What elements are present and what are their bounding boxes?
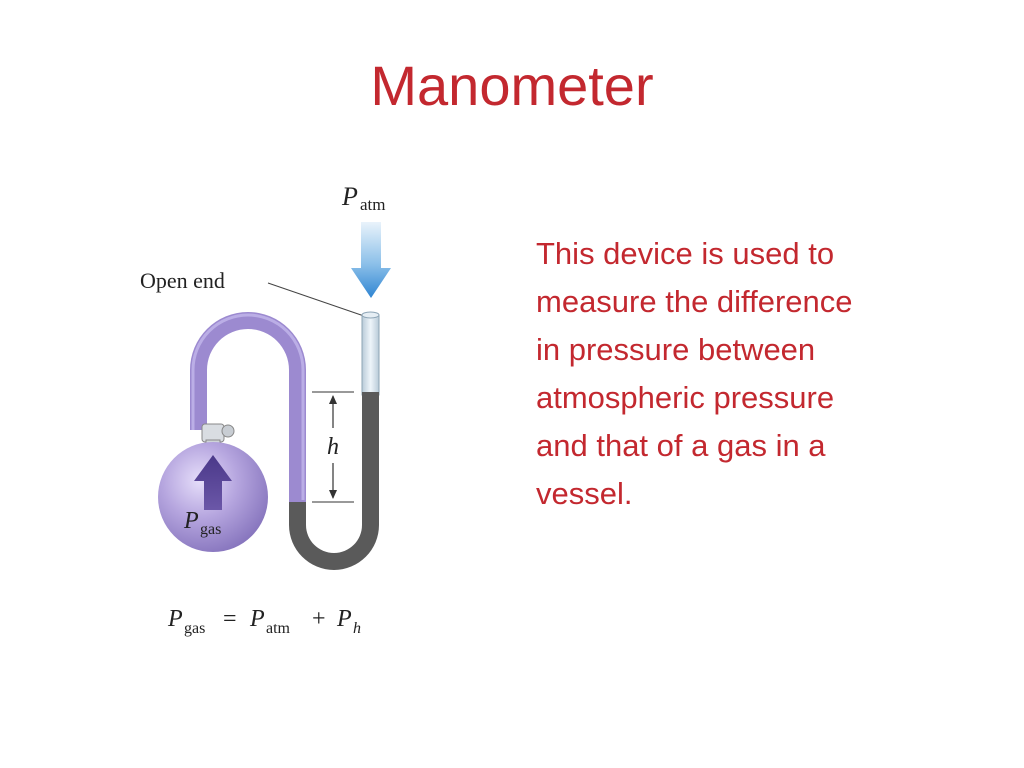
p-gas-subscript: gas xyxy=(200,521,221,538)
p-gas-symbol: P xyxy=(183,508,199,534)
equation-lhs-symbol: P xyxy=(167,606,183,632)
height-label: h xyxy=(327,434,339,460)
pressure-equation: P gas = P atm + P h xyxy=(167,606,361,637)
equation-term1-subscript: atm xyxy=(266,620,291,637)
gas-pressure-arrow-icon xyxy=(194,455,232,510)
description-line: in pressure between xyxy=(536,332,816,367)
p-atm-label: P atm xyxy=(341,182,386,214)
equation-plus: + xyxy=(312,606,326,632)
equation-term1-symbol: P xyxy=(249,606,265,632)
p-gas-label: P gas xyxy=(183,508,221,538)
gas-tube xyxy=(190,312,306,502)
p-atm-symbol: P xyxy=(341,182,358,211)
open-end-label: Open end xyxy=(140,268,225,293)
equation-lhs-subscript: gas xyxy=(184,620,205,637)
equation-equals: = xyxy=(223,606,237,632)
description-line: measure the difference xyxy=(536,284,853,319)
atmospheric-pressure-arrow-icon xyxy=(351,222,391,298)
equation-term2-symbol: P xyxy=(336,606,352,632)
description-line: This device is used to xyxy=(536,236,835,271)
description-line: atmospheric pressure xyxy=(536,380,835,415)
description-line: vessel. xyxy=(536,476,633,511)
description-line: and that of a gas in a xyxy=(536,428,826,463)
p-atm-subscript: atm xyxy=(360,195,386,214)
slide-title: Manometer xyxy=(370,54,654,117)
open-end-leader-line xyxy=(267,282,365,317)
description-text: This device is used to measure the diffe… xyxy=(536,230,966,518)
height-indicator: h xyxy=(312,391,354,503)
equation-term2-subscript: h xyxy=(353,620,361,637)
mercury-column xyxy=(289,392,379,570)
open-tube-glass xyxy=(361,314,380,396)
